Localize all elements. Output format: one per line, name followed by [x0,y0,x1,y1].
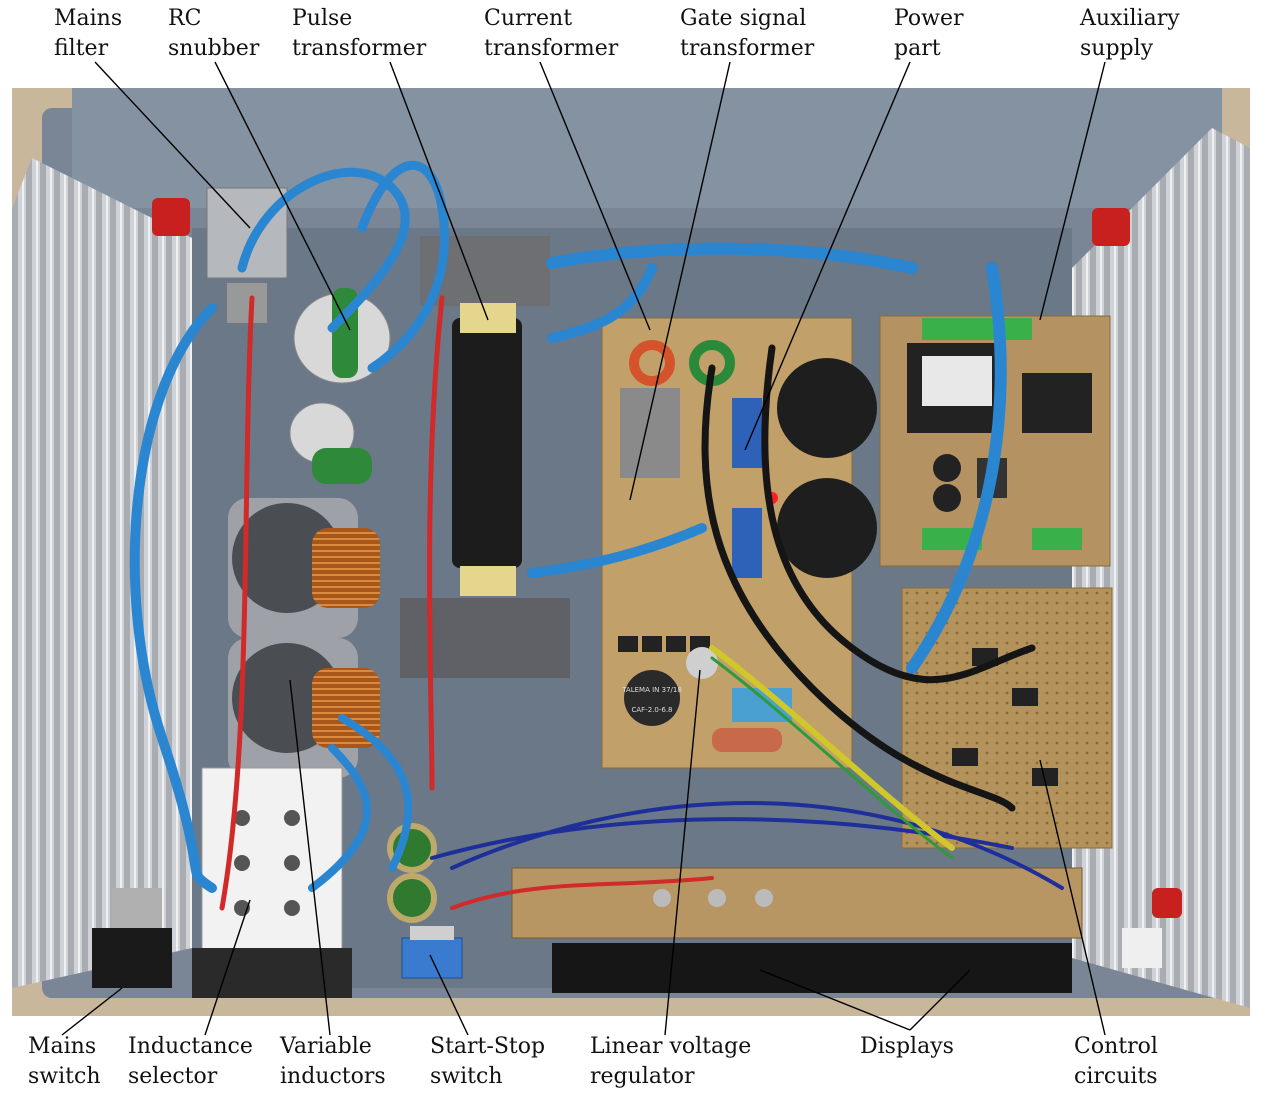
mains-switch-terminals [112,888,162,928]
label-line: transformer [484,36,619,61]
power-resistor [712,728,782,752]
pulse-transformer-bobbin [460,566,516,596]
terminal-block [922,528,982,550]
label-line: Current [484,6,573,31]
label-mains-switch: Mains switch [28,1032,101,1092]
inductor-code: CAF-2.0-6.8 [631,706,672,714]
terminal-block [1032,528,1082,550]
snubber-resistor [312,448,372,484]
label-start-stop-switch: Start-Stop switch [430,1032,545,1092]
label-line: Control [1074,1034,1158,1059]
label-line: filter [54,36,109,61]
ic-chip [1012,688,1038,706]
aux-relay [1022,373,1092,433]
device-photo: TALEMA IN 37/18 CAF-2.0-6.8 [12,88,1250,1016]
red-foot [1152,888,1182,918]
display-pcb [511,867,1083,939]
ic-chip [952,748,978,766]
pulse-transformer-core-bottom [400,598,570,678]
label-line: selector [128,1064,218,1089]
label-pulse-transformer: Pulse transformer [292,4,426,64]
toroid [387,873,437,923]
pulse-transformer-winding [452,318,522,568]
label-line: Auxiliary [1080,6,1180,31]
label-inductance-selector: Inductance selector [128,1032,253,1092]
ic-chip [1032,768,1058,786]
label-line: Inductance [128,1034,253,1059]
selector-knob-base [192,948,352,998]
label-line: circuits [1074,1064,1158,1089]
label-current-transformer: Current transformer [484,4,618,64]
label-mains-filter: Mains filter [54,4,122,64]
label-control-circuits: Control circuits [1074,1032,1158,1092]
label-line: Power [894,6,964,31]
label-line: regulator [590,1064,695,1089]
dc-link-capacitor [777,358,877,458]
relay [732,398,762,468]
label-line: transformer [680,36,815,61]
diode-row [618,636,710,652]
right-heatsink [1072,128,1250,1008]
aux-transformer-label [922,356,992,406]
terminal-block [922,318,1032,340]
white-connector [1122,928,1162,968]
label-line: Linear voltage [590,1034,752,1059]
variable-inductor-coil [312,528,380,608]
label-line: Mains [28,1034,97,1059]
label-line: Displays [860,1034,954,1059]
gate-signal-transformer [620,388,680,478]
label-line: Start-Stop [430,1034,546,1059]
label-gate-signal-transformer: Gate signal transformer [680,4,814,64]
label-displays: Displays [860,1032,954,1062]
left-heatsink [12,158,192,988]
inductance-selector [201,767,343,969]
label-linear-voltage-regulator: Linear voltage regulator [590,1032,751,1092]
aux-capacitor [933,454,961,482]
label-line: Variable [280,1034,372,1059]
display-button [755,889,773,907]
relay [732,508,762,578]
display-button [708,889,726,907]
label-auxiliary-supply: Auxiliary supply [1080,4,1180,64]
red-foot [152,198,190,236]
pulse-transformer-bobbin [460,303,516,333]
label-rc-snubber: RC snubber [168,4,259,64]
label-variable-inductors: Variable inductors [280,1032,386,1092]
inductor-marking: TALEMA IN 37/18 [621,686,682,694]
mains-switch [92,928,172,988]
mains-filter-terminals [227,283,267,323]
label-line: switch [430,1064,503,1089]
label-line: RC [168,6,202,31]
red-foot [1092,208,1130,246]
label-line: switch [28,1064,101,1089]
label-line: Mains [54,6,123,31]
label-line: transformer [292,36,427,61]
label-line: inductors [280,1064,386,1089]
dc-link-capacitor [777,478,877,578]
start-stop-switch [401,937,463,979]
display-button [653,889,671,907]
label-line: supply [1080,36,1154,61]
label-line: snubber [168,36,260,61]
talema-inductor [624,670,680,726]
label-power-part: Power part [894,4,964,64]
display-window [552,943,1072,993]
label-line: part [894,36,941,61]
start-stop-switch-pins [410,926,454,940]
aux-capacitor [933,484,961,512]
label-line: Pulse [292,6,353,31]
label-line: Gate signal [680,6,807,31]
